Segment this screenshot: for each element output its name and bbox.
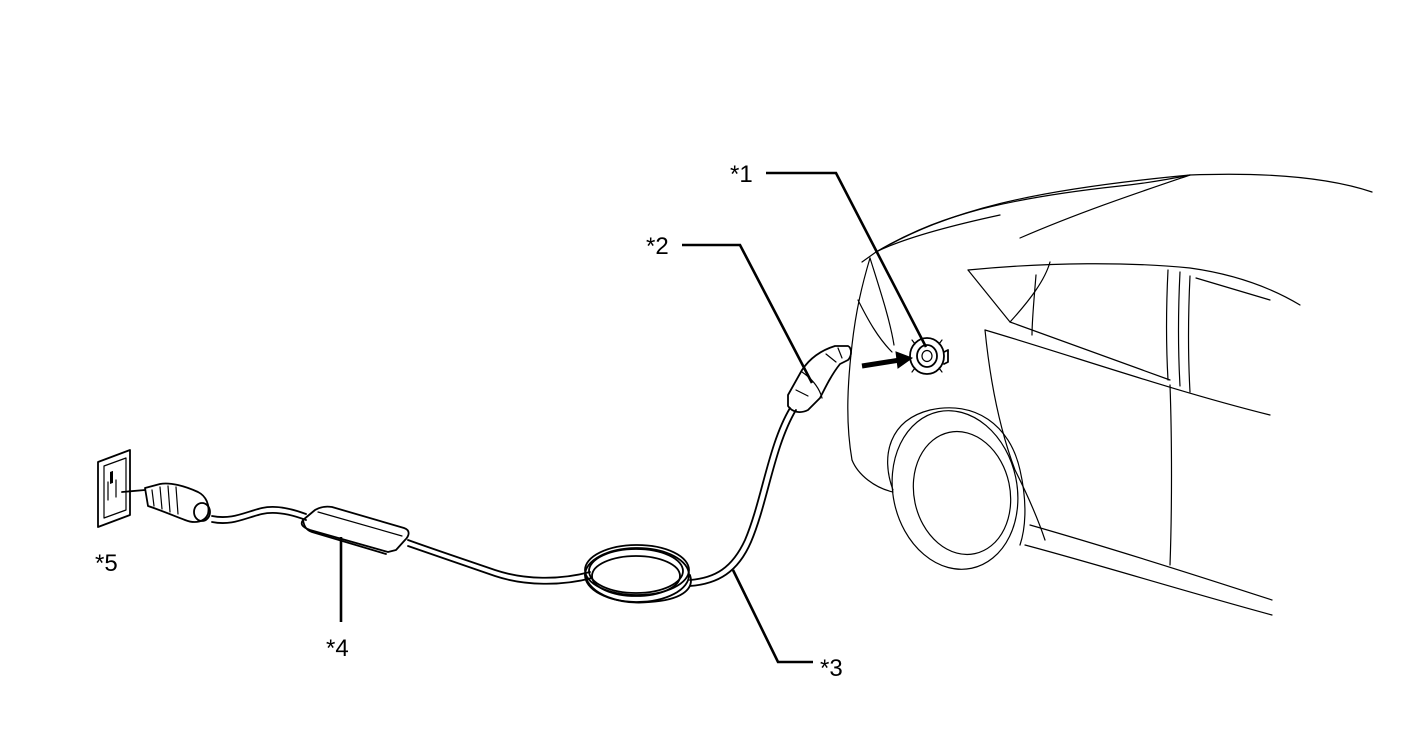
callout-label-4: *4: [326, 635, 349, 662]
callout-label-3: *3: [820, 655, 843, 682]
insert-arrow-icon: [861, 351, 914, 369]
callout-labels: *1 *2 *3 *4 *5: [95, 161, 843, 682]
charging-connector: [787, 345, 852, 413]
leader-line-2: [682, 243, 814, 384]
leader-lines: [339, 171, 928, 664]
leader-line-1: [766, 171, 928, 348]
callout-label-2: *2: [646, 233, 669, 260]
callout-label-1: *1: [730, 161, 753, 188]
wall-outlet: [97, 449, 131, 528]
callout-label-5: *5: [95, 550, 118, 577]
control-box: [300, 505, 410, 555]
charging-inlet: [909, 337, 949, 375]
leader-line-3: [731, 569, 813, 664]
power-plug: [121, 482, 211, 523]
vehicle-outline: [847, 173, 1373, 616]
charging-cable: [211, 407, 797, 604]
